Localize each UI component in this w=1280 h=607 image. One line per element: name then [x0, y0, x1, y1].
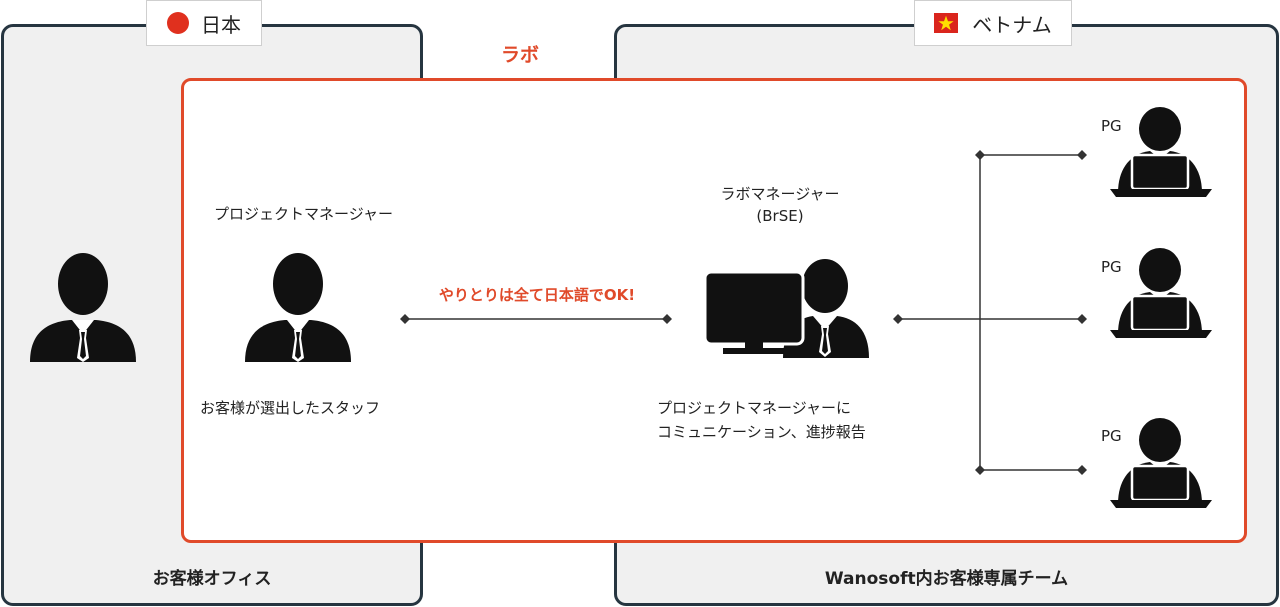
person-at-laptop-icon: [1110, 248, 1212, 338]
businessman-icon: [245, 253, 351, 362]
programmer-label: PG: [1101, 117, 1122, 135]
japan-region-label: お客様オフィス: [152, 569, 272, 589]
programmer-label: PG: [1101, 258, 1122, 276]
lab-manager-caption-line2: コミュニケーション、進捗報告: [657, 423, 866, 441]
project-manager-caption: お客様が選出したスタッフ: [200, 399, 381, 417]
lab-manager-caption-line1: プロジェクトマネージャーに: [657, 399, 851, 417]
lab-manager-title-line1: ラボマネージャー: [720, 185, 840, 203]
businessman-icon: [30, 253, 136, 362]
japan-tag-label: 日本: [201, 12, 241, 37]
vietnam-tag: ベトナム: [914, 0, 1072, 46]
vietnam-flag-icon: [934, 13, 959, 33]
communication-label: やりとりは全て日本語でOK!: [438, 286, 636, 304]
vietnam-tag-label: ベトナム: [972, 12, 1052, 37]
japan-tag: 日本: [146, 0, 262, 46]
person-at-laptop-icon: [1110, 418, 1212, 508]
person-at-computer-icon: [705, 259, 869, 358]
vietnam-region-label: Wanosoft内お客様専属チーム: [824, 569, 1069, 589]
person-at-laptop-icon: [1110, 107, 1212, 197]
japan-flag-icon: [167, 12, 189, 34]
project-manager-title: プロジェクトマネージャー: [214, 205, 393, 223]
lab-label: ラボ: [500, 44, 539, 66]
lab-manager-title-line2: (BrSE): [756, 207, 804, 225]
programmer-label: PG: [1101, 427, 1122, 445]
